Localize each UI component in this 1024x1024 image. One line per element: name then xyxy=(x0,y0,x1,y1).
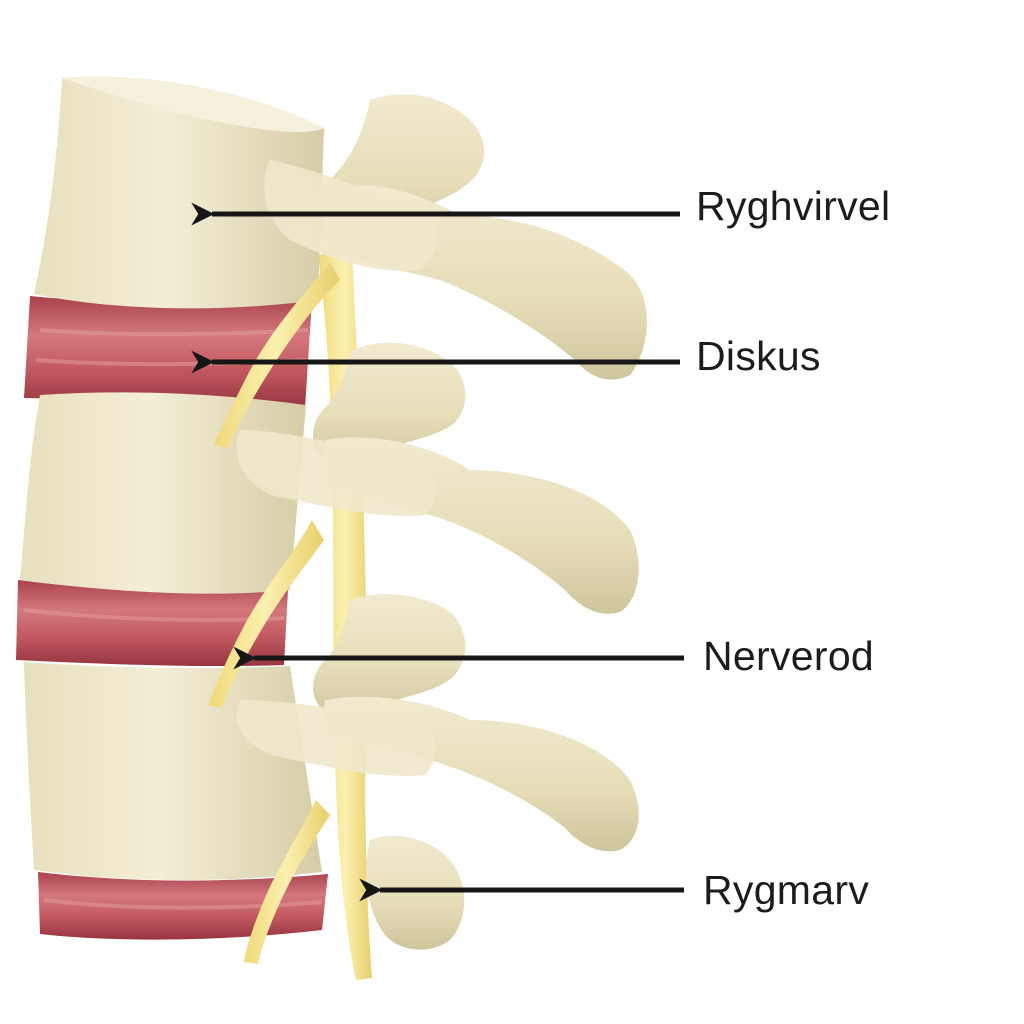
nerve-root-3 xyxy=(244,800,330,964)
label-spinal-cord: Rygmarv xyxy=(703,867,870,913)
label-vertebra: Ryghvirvel xyxy=(696,183,891,229)
vertebral-arch-3 xyxy=(236,594,639,852)
annotation-arrows xyxy=(191,202,684,902)
vertebral-body-2 xyxy=(20,392,306,594)
disc-1 xyxy=(24,296,312,408)
inferior-articular-process xyxy=(365,835,465,950)
vertebral-body-1 xyxy=(34,76,324,309)
label-disc: Diskus xyxy=(696,333,821,379)
vertebral-arch-2 xyxy=(236,342,639,614)
nerve-root-1 xyxy=(214,262,340,448)
label-nerve-root: Nerverod xyxy=(703,633,875,679)
vertebral-body-3 xyxy=(24,662,322,881)
